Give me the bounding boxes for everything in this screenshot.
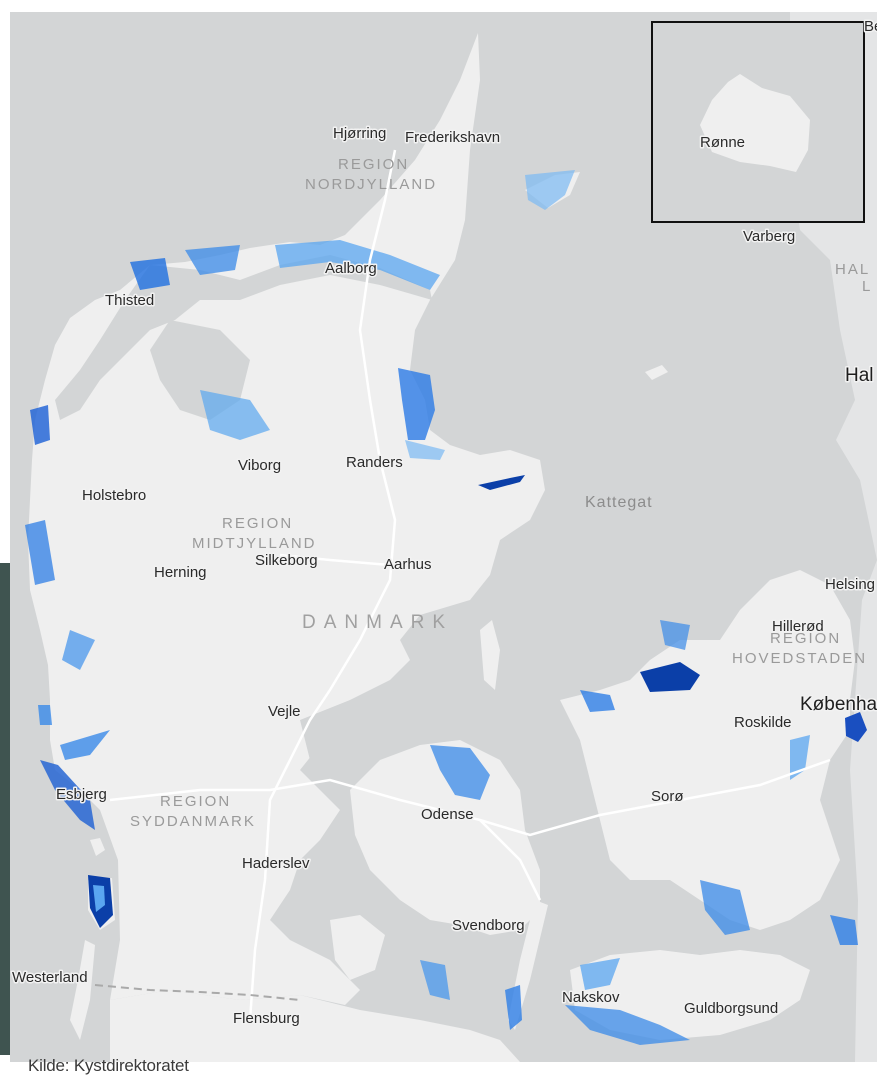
city-svendborg: Svendborg (452, 917, 525, 934)
region-halland-line2: L (862, 278, 872, 295)
city-aarhus: Aarhus (384, 556, 432, 573)
region-midtjylland-line1: REGION (222, 515, 293, 532)
region-syddanmark-line1: REGION (160, 793, 231, 810)
city-holstebro: Holstebro (82, 487, 146, 504)
city-hillerod: Hillerød (772, 618, 824, 635)
als-land (330, 915, 385, 980)
city-esbjerg: Esbjerg (56, 786, 107, 803)
road-network (109, 149, 831, 1021)
sylt-land (70, 940, 95, 1040)
city-thisted: Thisted (105, 292, 154, 309)
city-varberg: Varberg (743, 228, 795, 245)
lillebaelt-water (300, 690, 440, 775)
city-vejle: Vejle (268, 703, 301, 720)
limfjord-water (55, 255, 432, 420)
city-herning: Herning (154, 564, 207, 581)
region-halland-line1: HAL (835, 261, 870, 278)
city-halmstad: Hal (845, 365, 874, 386)
city-frederikshavn: Frederikshavn (405, 129, 500, 146)
samso-land (480, 620, 500, 690)
country-label: DANMARK (302, 612, 453, 633)
city-westerland: Westerland (12, 969, 88, 986)
sea-kattegat: Kattegat (585, 494, 653, 511)
city-silkeborg: Silkeborg (255, 552, 318, 569)
anholt-land (645, 365, 668, 380)
sidebar-accent (0, 563, 10, 1055)
city-randers: Randers (346, 454, 403, 471)
city-soro: Sorø (651, 788, 684, 805)
city-nakskov: Nakskov (562, 989, 620, 1006)
germany-land (110, 990, 520, 1062)
city-odense: Odense (421, 806, 474, 823)
city-haderslev: Haderslev (242, 855, 310, 872)
map-view[interactable]: Hjørring Frederikshavn REGION NORDJYLLAN… (10, 12, 877, 1062)
region-hovedstaden-line1: REGION (770, 630, 841, 647)
region-nordjylland-line2: NORDJYLLAND (305, 176, 437, 193)
city-guldborgsund: Guldborgsund (684, 1000, 778, 1017)
city-viborg: Viborg (238, 457, 281, 474)
region-syddanmark-line2: SYDDANMARK (130, 813, 256, 830)
city-ronne: Rønne (700, 134, 745, 151)
city-hjorring: Hjørring (333, 125, 386, 142)
city-kobenhavn: Københa (800, 694, 877, 715)
border-line (94, 984, 301, 1001)
sweden-land (790, 12, 877, 1062)
region-midtjylland-line2: MIDTJYLLAND (192, 535, 317, 552)
map-canvas (25, 12, 877, 1062)
flood-overlay (25, 170, 867, 1045)
city-helsingor: Helsing (825, 576, 875, 593)
region-hovedstaden-line2: HOVEDSTADEN (732, 650, 867, 667)
map-labels: Hjørring Frederikshavn REGION NORDJYLLAN… (11, 17, 877, 1029)
bornholm-land (700, 74, 810, 172)
fano-land (90, 838, 105, 856)
funen-land (350, 740, 540, 935)
city-flensburg: Flensburg (233, 1010, 300, 1027)
region-nordjylland-line1: REGION (338, 156, 409, 173)
zealand-land (560, 570, 855, 930)
city-aalborg: Aalborg (325, 260, 377, 277)
source-credit: Kilde: Kystdirektoratet (28, 1056, 189, 1075)
city-boras: Be (864, 18, 877, 35)
city-roskilde: Roskilde (734, 714, 792, 731)
